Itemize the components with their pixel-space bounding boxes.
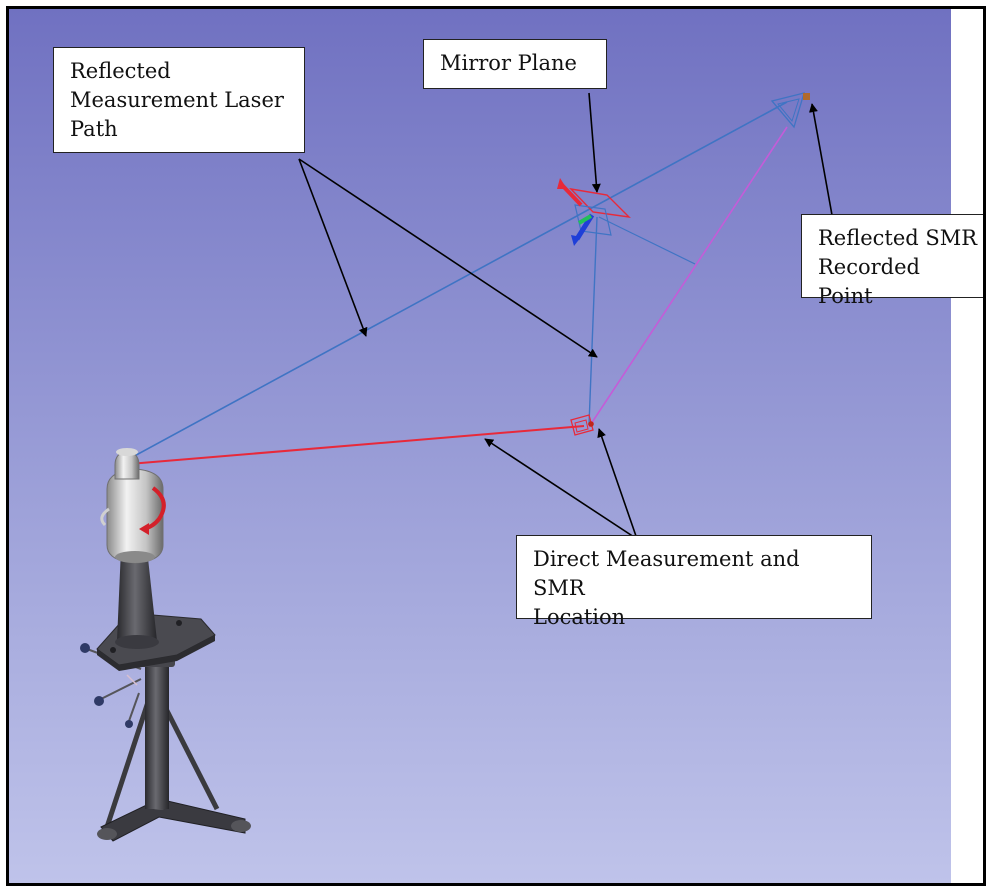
arrow-reflected-path-1: [298, 158, 368, 337]
laser-tracker-icon: [80, 448, 251, 842]
callout-reflected-laser-path: Reflected Measurement Laser Path: [53, 47, 305, 153]
callout-mirror-plane: Mirror Plane: [423, 39, 607, 89]
arrow-mirror-plane: [588, 92, 601, 193]
figure-frame: Reflected Measurement Laser Path Mirror …: [6, 6, 986, 886]
reflected-smr-icon: [770, 92, 810, 129]
arrow-reflected-smr: [809, 103, 833, 216]
virtual-reflection-path: [588, 126, 788, 428]
arrow-reflected-path-2: [298, 158, 598, 358]
measurement-diagram: [80, 92, 833, 842]
scene-viewport: Reflected Measurement Laser Path Mirror …: [9, 9, 983, 883]
arrow-direct-measurement-1: [484, 438, 638, 540]
smr-target-icon: [570, 414, 594, 436]
mirror-normal-line: [598, 216, 696, 265]
callout-direct-measurement: Direct Measurement and SMR Location: [516, 535, 872, 629]
arrow-direct-measurement-2: [597, 428, 638, 540]
callout-reflected-smr-point: Reflected SMR Recorded Point: [801, 214, 983, 308]
reflected-laser-path: [126, 101, 788, 461]
direct-laser-path: [128, 425, 585, 465]
mirror-to-smr-path: [588, 216, 598, 426]
mirror-plane-icon: [557, 178, 631, 246]
